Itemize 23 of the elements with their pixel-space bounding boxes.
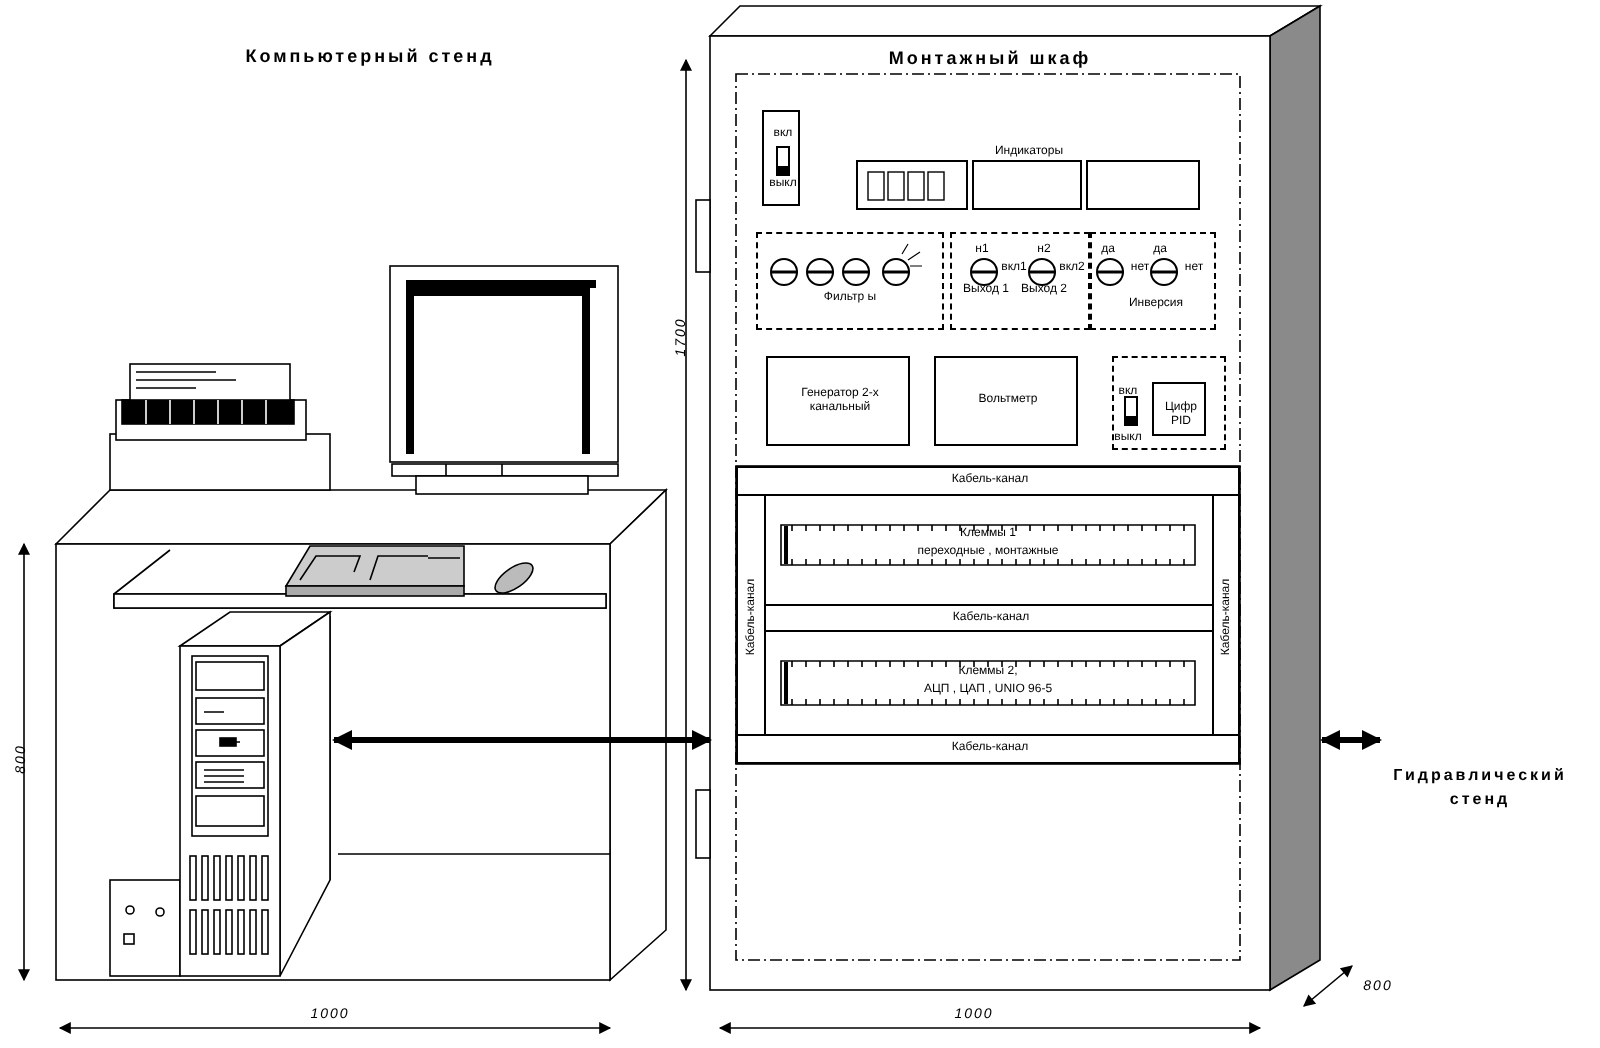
knob-group (950, 232, 1090, 330)
computer-tower-drawing (176, 606, 334, 980)
module-box (1152, 382, 1206, 436)
cable-channel (736, 734, 1240, 764)
knob-group (756, 232, 944, 330)
cable-channel (1212, 494, 1240, 736)
cabinet-title: Монтажный шкаф (886, 46, 1094, 72)
module-box (766, 356, 910, 446)
heading: Компьютерный стенд (243, 44, 497, 68)
cable-channel (736, 494, 766, 736)
terminal-block (780, 524, 1196, 566)
cable-channel (736, 466, 1240, 496)
stand-label-text: Гидравлический стенд (1391, 764, 1569, 812)
module-group (1112, 356, 1226, 450)
cable-channel (764, 604, 1214, 632)
module-box (934, 356, 1078, 446)
double-arrow (1320, 730, 1382, 750)
digital-display (856, 160, 968, 210)
double-arrow (332, 730, 712, 750)
switch-panel (762, 110, 800, 206)
knob-group (1090, 232, 1216, 330)
indicator-panel (1086, 160, 1200, 210)
terminal-block (780, 660, 1196, 706)
